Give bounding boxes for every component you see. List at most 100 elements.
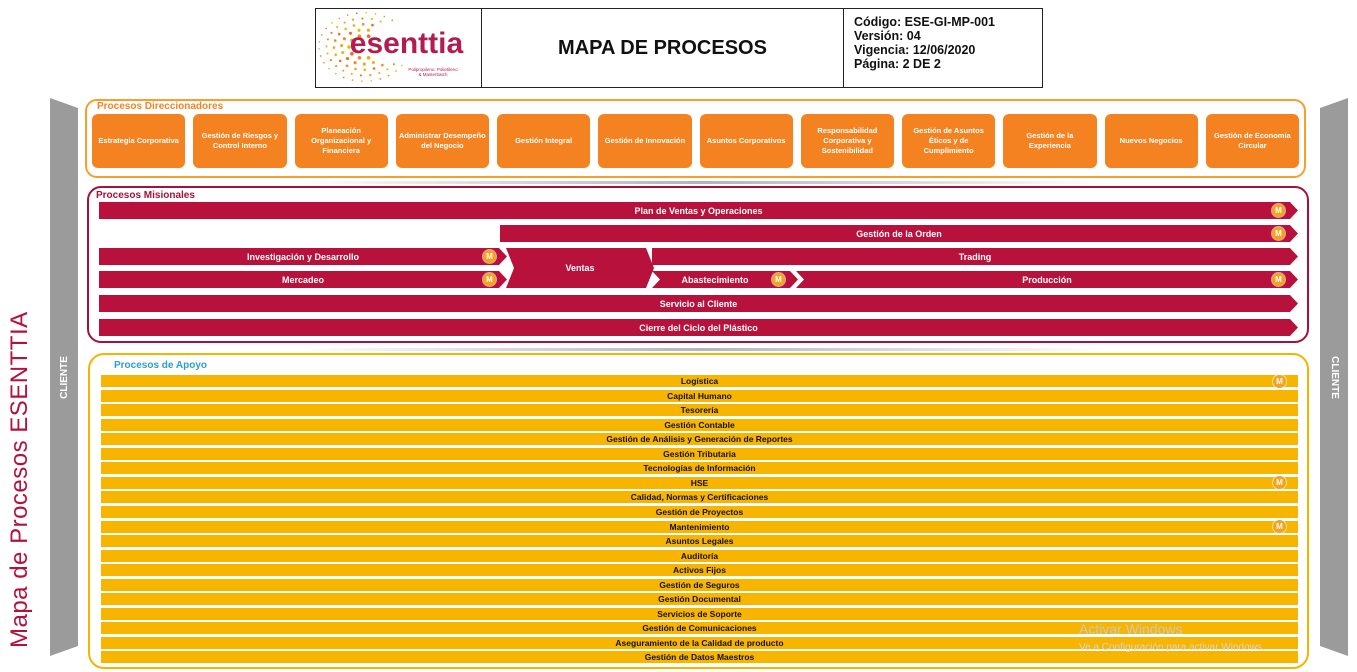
doc-version: Versión: 04 bbox=[854, 29, 921, 43]
side-title: Mapa de Procesos ESENTTIA bbox=[6, 311, 33, 648]
direccionador-box: Gestión de Economía Circular bbox=[1205, 114, 1299, 168]
logo-dot bbox=[387, 74, 390, 77]
logo-dot bbox=[345, 64, 349, 68]
apoyo-process-bar: HSE bbox=[101, 476, 1298, 489]
apoyo-process-bar: Capital Humano bbox=[101, 389, 1298, 402]
logo-dot bbox=[371, 23, 374, 27]
logo-dot bbox=[350, 72, 353, 75]
process-label: Gestión de Datos Maestros bbox=[644, 652, 755, 663]
logo-dot bbox=[331, 22, 333, 24]
process-label: Activos Fijos bbox=[673, 565, 726, 576]
logo-dot bbox=[356, 12, 358, 14]
process-label: Gestión de la Orden bbox=[856, 228, 942, 239]
logo-dot bbox=[362, 62, 366, 66]
logo-dot bbox=[330, 31, 333, 34]
apoyo-process-bar: Gestión Documental bbox=[101, 593, 1298, 606]
apoyo-frame bbox=[88, 353, 1309, 669]
logo-dot bbox=[318, 48, 320, 50]
logo-dot bbox=[335, 72, 337, 75]
process-label: Asuntos Legales bbox=[665, 536, 734, 547]
doc-page: Página: 2 DE 2 bbox=[854, 57, 941, 71]
m-badge: M bbox=[772, 273, 785, 286]
logo-dot bbox=[328, 67, 330, 70]
process-label: Gestión de Comunicaciones bbox=[642, 623, 757, 634]
esenttia-logo-icon bbox=[318, 12, 403, 82]
separator bbox=[300, 181, 1100, 184]
logo-dot bbox=[326, 38, 329, 41]
apoyo-process-bar: Gestión de Proyectos bbox=[101, 505, 1298, 518]
process-label: Trading bbox=[958, 251, 992, 262]
logo-dot bbox=[343, 21, 346, 24]
apoyo-process-bar: Gestión Tributaria bbox=[101, 447, 1298, 460]
process-label: Tecnologías de Información bbox=[643, 463, 756, 474]
logo-dot bbox=[342, 76, 345, 79]
process-label: Capital Humano bbox=[667, 390, 732, 401]
windows-watermark: Activar Windows bbox=[1079, 621, 1183, 637]
logo-dot bbox=[372, 67, 376, 70]
logo-dot bbox=[332, 46, 336, 49]
logo-dot bbox=[344, 27, 347, 31]
misionales-title: Procesos Misionales bbox=[96, 190, 195, 201]
process-label: Producción bbox=[1022, 274, 1072, 285]
apoyo-process-bar: Aseguramiento de la Calidad de producto bbox=[101, 636, 1298, 649]
logo-dot bbox=[347, 45, 351, 49]
m-badge: M bbox=[1273, 520, 1286, 533]
process-servicio-cliente: Servicio al Cliente bbox=[99, 295, 1298, 312]
logo-dot bbox=[357, 34, 362, 38]
process-mercadeo: Mercadeo bbox=[99, 271, 507, 288]
apoyo-process-bar: Gestión de Comunicaciones bbox=[101, 622, 1298, 635]
m-badge: M bbox=[1273, 476, 1286, 490]
m-badge: M bbox=[1272, 204, 1285, 217]
logo-cell: esenttia Polipropileno, Polietileno & Ma… bbox=[316, 9, 482, 87]
direccionador-box: Gestión de Innovación bbox=[598, 114, 692, 168]
logo-dot bbox=[325, 27, 327, 30]
logo-dot bbox=[366, 56, 371, 60]
logo-dot bbox=[350, 38, 354, 43]
direccionadores-title: Procesos Direccionadores bbox=[97, 101, 224, 112]
logo-dot bbox=[353, 61, 357, 65]
logo-dot bbox=[335, 65, 338, 68]
logo-dot bbox=[318, 41, 321, 43]
logo-dot bbox=[329, 59, 332, 62]
process-abastecimiento: Abastecimiento bbox=[652, 271, 798, 288]
logo-dot bbox=[350, 51, 354, 56]
apoyo-process-bar: Logística bbox=[101, 375, 1298, 387]
logo-dot bbox=[345, 57, 350, 61]
logo-dot bbox=[378, 71, 381, 75]
direccionador-box: Gestión Integral bbox=[497, 114, 591, 168]
logo-dot bbox=[379, 78, 382, 80]
direccionador-box: Asuntos Corporativos bbox=[699, 114, 793, 168]
separator bbox=[300, 348, 1100, 351]
direccionador-box: Planeación Organizacional y Financiera bbox=[294, 114, 388, 168]
apoyo-title: Procesos de Apoyo bbox=[114, 360, 207, 371]
logo-dot bbox=[341, 50, 345, 55]
logo-dot bbox=[371, 60, 375, 65]
direccionador-box: Gestión de Riesgos y Control Interno bbox=[193, 114, 287, 168]
m-badge: M bbox=[1272, 273, 1285, 286]
process-investigacion: Investigación y Desarrollo bbox=[99, 248, 507, 265]
process-label: Ventas bbox=[565, 263, 595, 273]
process-label: Calidad, Normas y Certificaciones bbox=[630, 492, 769, 503]
logo-dot bbox=[361, 17, 364, 20]
direccionador-box: Responsabilidad Corporativa y Sostenibil… bbox=[800, 114, 894, 168]
logo-dot bbox=[348, 31, 353, 35]
process-ventas: Ventas bbox=[506, 248, 654, 288]
process-label: Gestión Contable bbox=[664, 419, 735, 430]
logo-dot bbox=[361, 80, 363, 82]
logo-dot bbox=[366, 28, 370, 32]
process-plan-ventas: Plan de Ventas y Operaciones bbox=[99, 202, 1298, 219]
client-pillar-left: CLIENTE bbox=[50, 98, 78, 656]
document-meta: Código: ESE-GI-MP-001 Versión: 04 Vigenc… bbox=[844, 9, 1042, 87]
m-badge: M bbox=[483, 250, 496, 263]
process-label: Gestión Documental bbox=[658, 594, 741, 605]
direccionador-box: Administrar Desempeño del Negocio bbox=[395, 114, 489, 168]
logo-dot bbox=[319, 55, 322, 57]
direccionador-box: Gestión de la Experiencia bbox=[1003, 114, 1097, 168]
apoyo-process-bar: Gestión de Análisis y Generación de Repo… bbox=[101, 433, 1298, 446]
pillar-shape-right bbox=[1320, 98, 1348, 656]
logo-dot bbox=[338, 59, 342, 63]
client-pillar-right: CLIENTE bbox=[1320, 98, 1348, 656]
process-label: Gestión de Proyectos bbox=[655, 506, 744, 517]
logo-dot bbox=[357, 56, 362, 60]
logo-dot bbox=[401, 64, 403, 67]
